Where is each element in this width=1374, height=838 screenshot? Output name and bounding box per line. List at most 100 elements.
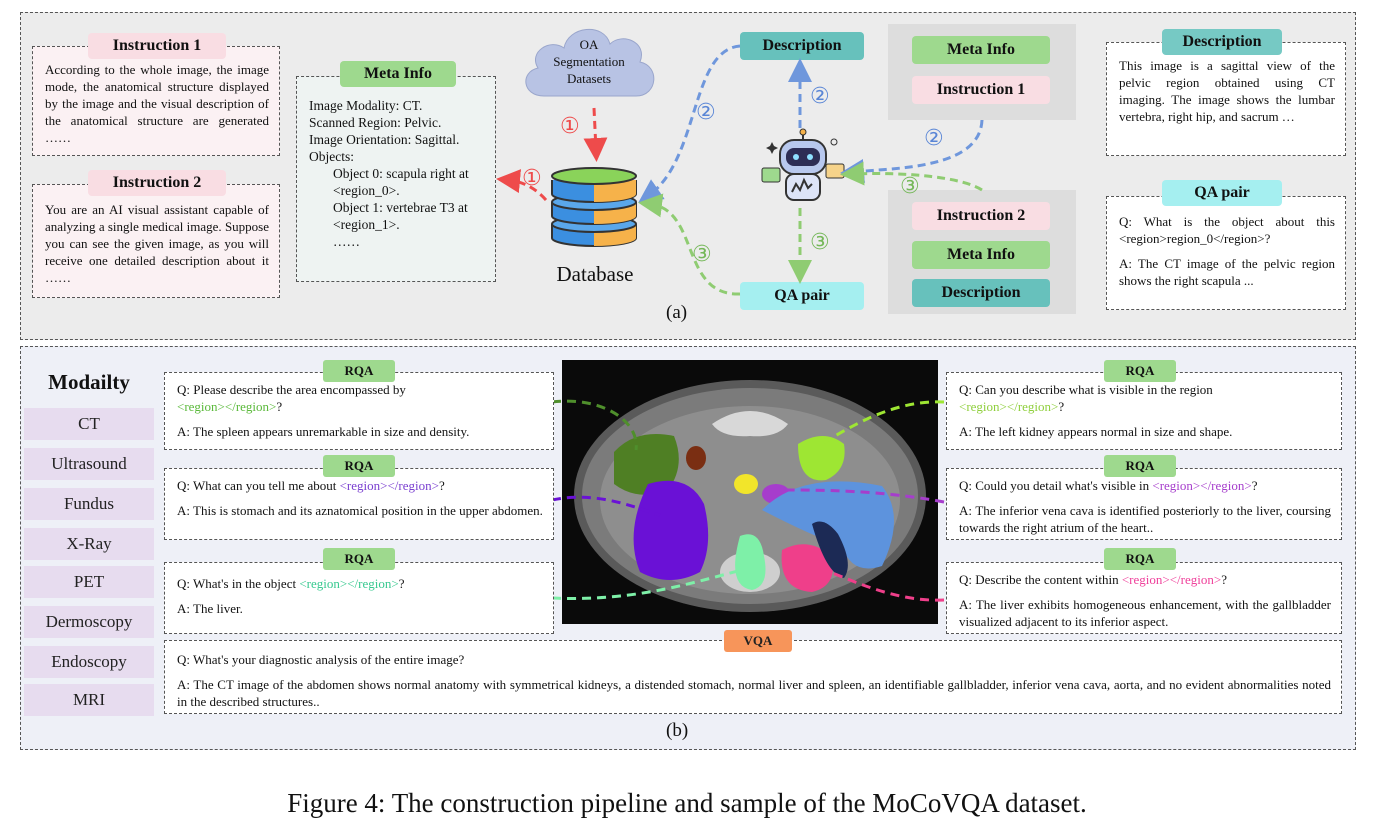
database-icon xyxy=(551,167,637,247)
rqa-left-2-tag: <region></region> xyxy=(339,478,439,493)
group2-description: Description xyxy=(912,279,1050,307)
modality-ct: CT xyxy=(24,408,154,440)
vqa-label: VQA xyxy=(724,630,792,652)
connector-liver xyxy=(551,566,751,600)
rqa-right-2-question: Q: Could you detail what's visible in xyxy=(959,478,1150,493)
pipeline-arrows xyxy=(496,44,984,296)
rqa-left-1-answer: A: The spleen appears unremarkable in si… xyxy=(177,424,470,439)
description-box: This image is a sagittal view of the pel… xyxy=(1106,42,1346,156)
arrow-db-to-meta xyxy=(496,169,548,202)
description-text: This image is a sagittal view of the pel… xyxy=(1119,58,1335,124)
database-label: Database xyxy=(556,262,634,286)
rqa-right-2-answer: A: The inferior vena cava is identified … xyxy=(959,503,1331,535)
rqa-right-1: Q: Can you describe what is visible in t… xyxy=(946,372,1342,450)
left-kidney-region xyxy=(798,436,845,481)
stomach-region xyxy=(633,480,709,580)
meta-info-box: Image Modality: CT. Scanned Region: Pelv… xyxy=(296,76,496,282)
arrow-group2-to-robot xyxy=(840,161,983,192)
description-box-title: Description xyxy=(1162,29,1282,55)
arrow-qa-to-db xyxy=(638,193,741,296)
rqa-left-3-answer: A: The liver. xyxy=(177,601,243,616)
qa-pair-answer: A: The CT image of the pelvic region sho… xyxy=(1119,256,1335,288)
meta-line-3: Image Orientation: Sagittal. xyxy=(309,132,460,147)
group2-instruction2: Instruction 2 xyxy=(912,202,1050,230)
rqa-right-1-answer: A: The left kidney appears normal in siz… xyxy=(959,424,1233,439)
vqa-box: Q: What's your diagnostic analysis of th… xyxy=(164,640,1342,714)
ct-scan-image xyxy=(562,360,938,624)
qa-pair-question: Q: What is the object about this <region… xyxy=(1119,214,1335,246)
rqa-left-2: Q: What can you tell me about <region></… xyxy=(164,468,554,540)
modality-dermoscopy: Dermoscopy xyxy=(24,606,154,638)
aorta-region xyxy=(734,474,758,494)
vqa-answer: A: The CT image of the abdomen shows nor… xyxy=(177,677,1331,709)
modality-ultrasound: Ultrasound xyxy=(24,448,154,480)
rqa-left-2-label: RQA xyxy=(323,455,395,477)
arrow-group1-to-robot xyxy=(840,119,984,183)
instruction1-title: Instruction 1 xyxy=(88,33,226,59)
rqa-left-1-qend: ? xyxy=(276,399,283,414)
qa-pair-box-title: QA pair xyxy=(1162,180,1282,206)
rqa-right-3-question: Q: Describe the content within xyxy=(959,572,1119,587)
rqa-left-2-answer: A: This is stomach and its aznatomical p… xyxy=(177,503,543,518)
rqa-right-2-qend: ? xyxy=(1251,478,1258,493)
step2-marker-center: ② xyxy=(810,84,830,109)
step2-marker-left: ② xyxy=(696,100,716,125)
liver-object-region xyxy=(735,534,766,590)
arrow-description-to-db xyxy=(638,44,741,203)
dark-region xyxy=(812,521,848,578)
robot-icon xyxy=(761,128,845,201)
connector-kidney xyxy=(821,400,945,446)
modality-mri: MRI xyxy=(24,684,154,716)
description-pill: Description xyxy=(740,32,864,60)
panel-a-label: (a) xyxy=(666,302,688,323)
modality-fundus: Fundus xyxy=(24,488,154,520)
rqa-left-3-question: Q: What's in the object xyxy=(177,576,297,591)
meta-line-4: Objects: xyxy=(309,149,354,164)
group1-meta-info: Meta Info xyxy=(912,36,1050,64)
rqa-right-1-question: Q: Can you describe what is visible in t… xyxy=(959,382,1213,397)
rqa-right-3-label: RQA xyxy=(1104,548,1176,570)
spleen-region xyxy=(614,434,679,495)
step1-marker-top: ① xyxy=(560,114,580,139)
rqa-left-2-qend: ? xyxy=(438,478,445,493)
step2-marker-right: ② xyxy=(924,126,944,151)
group2-meta-info: Meta Info xyxy=(912,241,1050,269)
instruction1-box: According to the whole image, the image … xyxy=(32,46,280,156)
meta-object-0: Object 0: scapula right at <region_0>. xyxy=(333,166,469,198)
small-region xyxy=(686,446,706,470)
instruction1-text: According to the whole image, the image … xyxy=(45,62,269,145)
step3-marker-center: ③ xyxy=(810,230,830,255)
rqa-right-2-tag: <region></region> xyxy=(1152,478,1252,493)
connector-spleen xyxy=(551,399,638,451)
step3-marker-left: ③ xyxy=(692,242,712,267)
rqa-left-3-qend: ? xyxy=(398,576,405,591)
modality-title: Modailty xyxy=(48,370,130,394)
group1-instruction1: Instruction 1 xyxy=(912,76,1050,104)
rqa-right-1-tag: <region></region> xyxy=(959,399,1059,414)
vqa-question: Q: What's your diagnostic analysis of th… xyxy=(177,652,465,667)
connector-gallbladder xyxy=(829,570,945,602)
cloud-label: OA Segmentation Datasets xyxy=(553,37,625,86)
rqa-right-1-qend: ? xyxy=(1058,399,1065,414)
modality-pet: PET xyxy=(24,566,154,598)
arrow-cloud-to-db xyxy=(583,107,608,162)
instruction2-title: Instruction 2 xyxy=(88,170,226,196)
modality-endoscopy: Endoscopy xyxy=(24,646,154,678)
qa-pair-pill: QA pair xyxy=(740,282,864,310)
figure-caption: Figure 4: The construction pipeline and … xyxy=(287,788,1087,818)
rqa-left-1: Q: Please describe the area encompassed … xyxy=(164,372,554,450)
cloud-icon xyxy=(525,29,655,97)
step1-marker-left: ① xyxy=(522,166,542,191)
rqa-left-1-label: RQA xyxy=(323,360,395,382)
rqa-left-3: Q: What's in the object <region></region… xyxy=(164,562,554,634)
rqa-right-3: Q: Describe the content within <region><… xyxy=(946,562,1342,634)
instruction2-box: You are an AI visual assistant capable o… xyxy=(32,184,280,298)
meta-line-2: Scanned Region: Pelvic. xyxy=(309,115,442,130)
meta-line-1: Image Modality: CT. xyxy=(309,98,423,113)
meta-ellipsis: …… xyxy=(333,234,360,249)
rqa-right-3-tag: <region></region> xyxy=(1121,572,1222,587)
panel-b-label: (b) xyxy=(666,720,689,741)
rqa-right-2: Q: Could you detail what's visible in <r… xyxy=(946,468,1342,540)
gallbladder-region xyxy=(781,544,834,592)
rqa-left-2-question: Q: What can you tell me about xyxy=(177,478,337,493)
